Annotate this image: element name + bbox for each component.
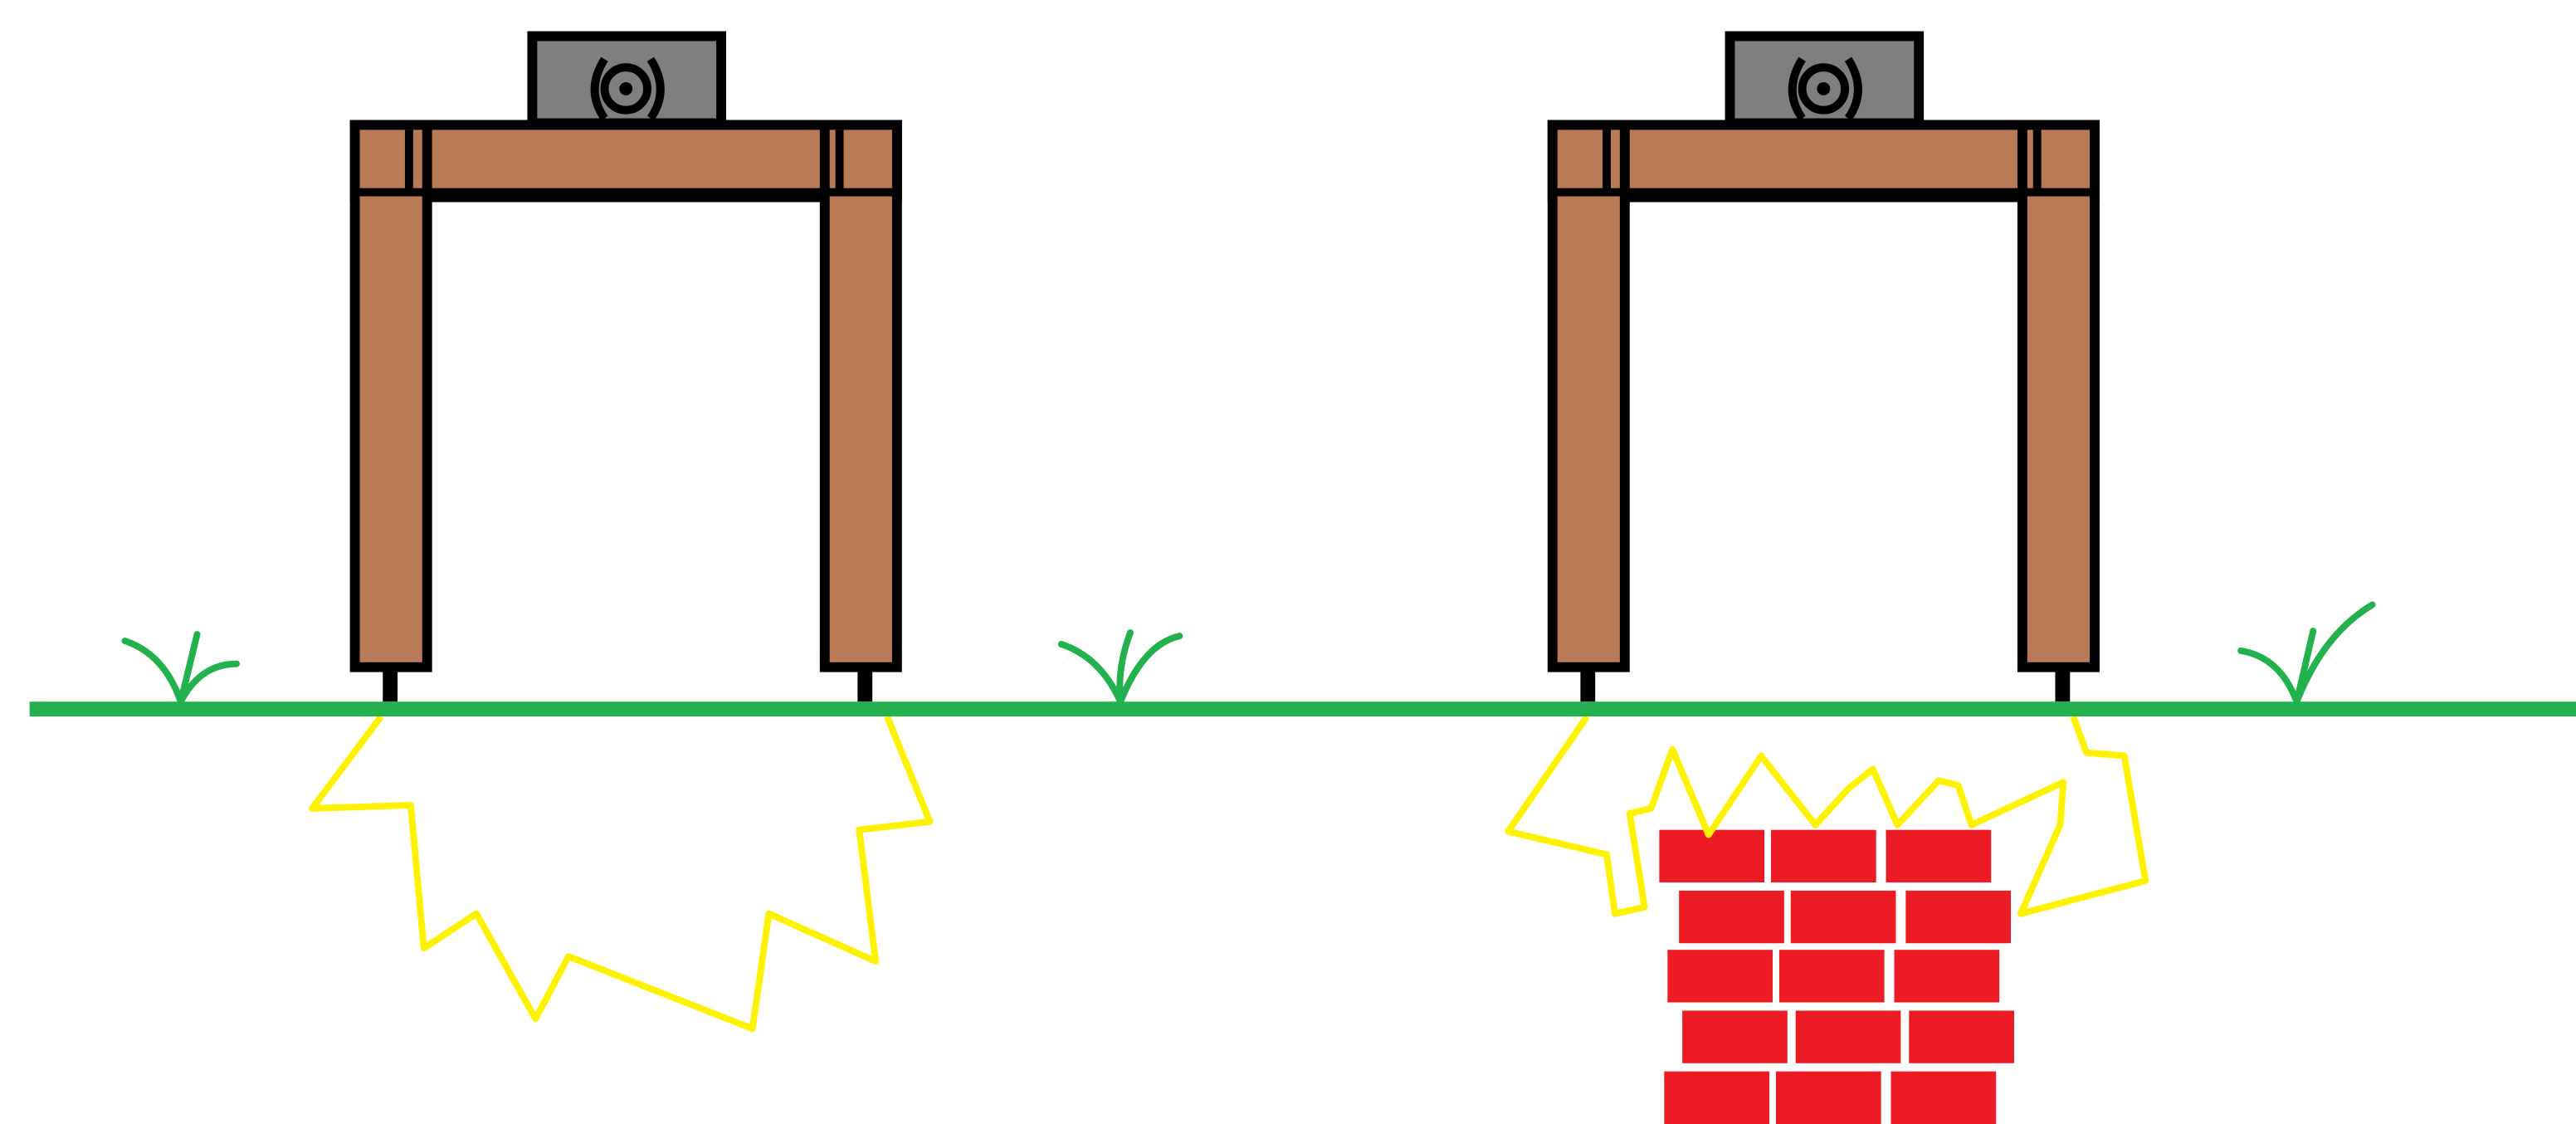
sensor-box-icon xyxy=(1725,31,1925,129)
brick xyxy=(1775,1071,1881,1124)
ground-line xyxy=(29,701,2576,717)
anchor-left xyxy=(1580,665,1596,702)
brick xyxy=(1795,1010,1901,1063)
brick xyxy=(1682,1010,1788,1063)
sensor-box-icon xyxy=(527,31,726,129)
grass-tuft-icon xyxy=(1057,629,1183,706)
grass-tuft-icon xyxy=(121,631,241,706)
sensing-field-outline xyxy=(309,714,934,1033)
sensing-field-outline xyxy=(1505,714,2149,917)
brick xyxy=(1679,890,1784,944)
brick xyxy=(1894,950,2000,1003)
crossbeam xyxy=(1547,120,2100,203)
brick xyxy=(1886,829,1992,883)
frame-right xyxy=(1505,31,2149,1124)
anchor-right xyxy=(2055,665,2071,702)
brick xyxy=(1790,890,1896,944)
brick xyxy=(1891,1071,1997,1124)
post-right xyxy=(2017,120,2100,672)
brick xyxy=(1667,950,1773,1003)
post-right xyxy=(819,120,902,672)
sensor-lens-center xyxy=(1817,81,1831,95)
crossbeam xyxy=(349,120,902,203)
grass-tuft-icon xyxy=(2237,601,2376,706)
brick xyxy=(1771,829,1876,883)
post-left xyxy=(1547,120,1630,672)
brick-wall-icon xyxy=(1659,829,2014,1124)
brick xyxy=(1659,829,1765,883)
sensor-lens-center xyxy=(619,81,633,95)
brick xyxy=(1909,1010,2014,1063)
gantry-frame xyxy=(1547,120,2100,702)
sensor-brackets xyxy=(590,56,665,121)
frame-left xyxy=(309,31,934,1033)
sensor-brackets xyxy=(1788,56,1862,121)
brick xyxy=(1664,1071,1770,1124)
brick xyxy=(1905,890,2012,944)
anchor-right xyxy=(857,665,873,702)
anchor-left xyxy=(383,665,398,702)
post-left xyxy=(349,120,432,672)
gantry-frame xyxy=(349,120,902,702)
brick xyxy=(1778,950,1885,1003)
